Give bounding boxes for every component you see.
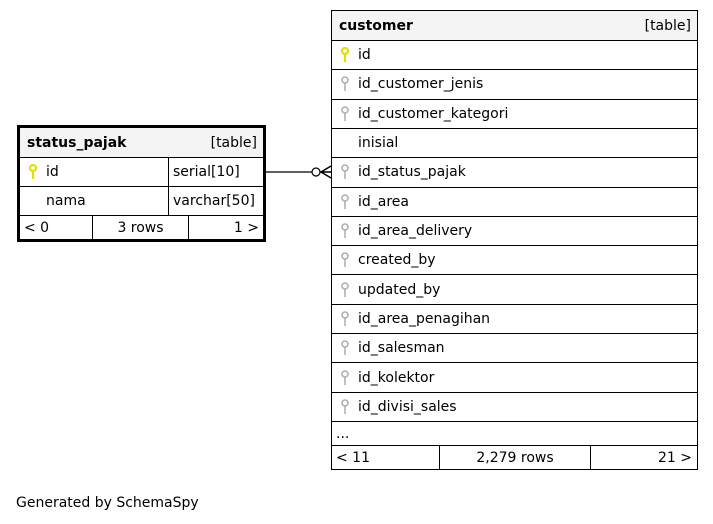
column-row[interactable]: id_status_pajak (332, 157, 697, 186)
column-name: id_area (358, 193, 409, 210)
column-row[interactable]: id_area_penagihan (332, 303, 697, 333)
column-row[interactable]: inisial (332, 127, 697, 157)
foreign-key-icon (341, 105, 349, 121)
row-count: 2,279 rows (440, 446, 591, 469)
column-name: id_area_delivery (358, 222, 473, 239)
column-type: serial[10] (173, 164, 240, 180)
column-name: id_divisi_sales (358, 398, 457, 415)
column-name: created_by (358, 252, 436, 269)
column-name: id_customer_kategori (358, 105, 509, 122)
column-row[interactable]: id_area (332, 186, 697, 216)
table-footer: < 0 3 rows 1 > (20, 215, 263, 239)
column-row[interactable]: nama varchar[50] (20, 186, 263, 215)
column-row[interactable]: id_kolektor (332, 362, 697, 391)
foreign-key-icon (341, 193, 349, 209)
table-name: customer (339, 17, 413, 34)
table-kind: [table] (644, 17, 691, 34)
column-name: id_area_penagihan (358, 310, 491, 327)
column-name: id_kolektor (358, 369, 435, 386)
column-row[interactable]: created_by (332, 245, 697, 274)
column-row[interactable]: updated_by (332, 274, 697, 303)
column-name: id_status_pajak (358, 164, 466, 181)
column-name: id_salesman (358, 340, 445, 357)
column-row[interactable]: id_customer_jenis (332, 69, 697, 98)
table-header: customer [table] (332, 11, 697, 40)
column-name: nama (46, 193, 86, 209)
foreign-key-icon (341, 281, 349, 297)
column-row[interactable]: id_area_delivery (332, 215, 697, 245)
table-footer: < 11 2,279 rows 21 > (332, 445, 697, 469)
foreign-key-icon (341, 340, 349, 356)
primary-key-icon (340, 47, 350, 63)
row-count: 3 rows (93, 216, 189, 239)
parents-count[interactable]: < 0 (20, 216, 93, 239)
foreign-key-icon (341, 164, 349, 180)
parents-count[interactable]: < 11 (332, 446, 440, 469)
column-name: id (46, 164, 59, 180)
customer-table[interactable]: customer [table] id id_customer_jenis id_c… (331, 10, 698, 470)
column-name: id_customer_jenis (358, 76, 484, 93)
column-row[interactable]: id_customer_kategori (332, 98, 697, 128)
column-type: varchar[50] (173, 193, 255, 209)
table-header: status_pajak [table] (20, 128, 263, 157)
status-pajak-table[interactable]: status_pajak [table] id serial[10] nama var… (17, 125, 266, 242)
foreign-key-icon (341, 311, 349, 326)
primary-key-icon (28, 164, 38, 179)
column-name: updated_by (358, 281, 441, 298)
foreign-key-icon (341, 252, 349, 268)
foreign-key-icon (341, 369, 349, 385)
foreign-key-icon (341, 76, 349, 92)
table-name: status_pajak (27, 134, 127, 151)
more-columns: ... (332, 421, 697, 445)
column-row[interactable]: id (332, 40, 697, 69)
foreign-key-icon (341, 399, 349, 414)
column-row[interactable]: id_salesman (332, 333, 697, 362)
children-count[interactable]: 1 > (233, 219, 259, 236)
column-row[interactable]: id_divisi_sales (332, 391, 697, 421)
column-row[interactable]: id serial[10] (20, 157, 263, 186)
column-name: id (358, 47, 371, 64)
children-count[interactable]: 21 > (658, 449, 692, 466)
table-kind: [table] (210, 134, 257, 151)
column-name: inisial (358, 135, 399, 152)
foreign-key-icon (341, 223, 349, 238)
generated-by-credit: Generated by SchemaSpy (16, 495, 199, 511)
